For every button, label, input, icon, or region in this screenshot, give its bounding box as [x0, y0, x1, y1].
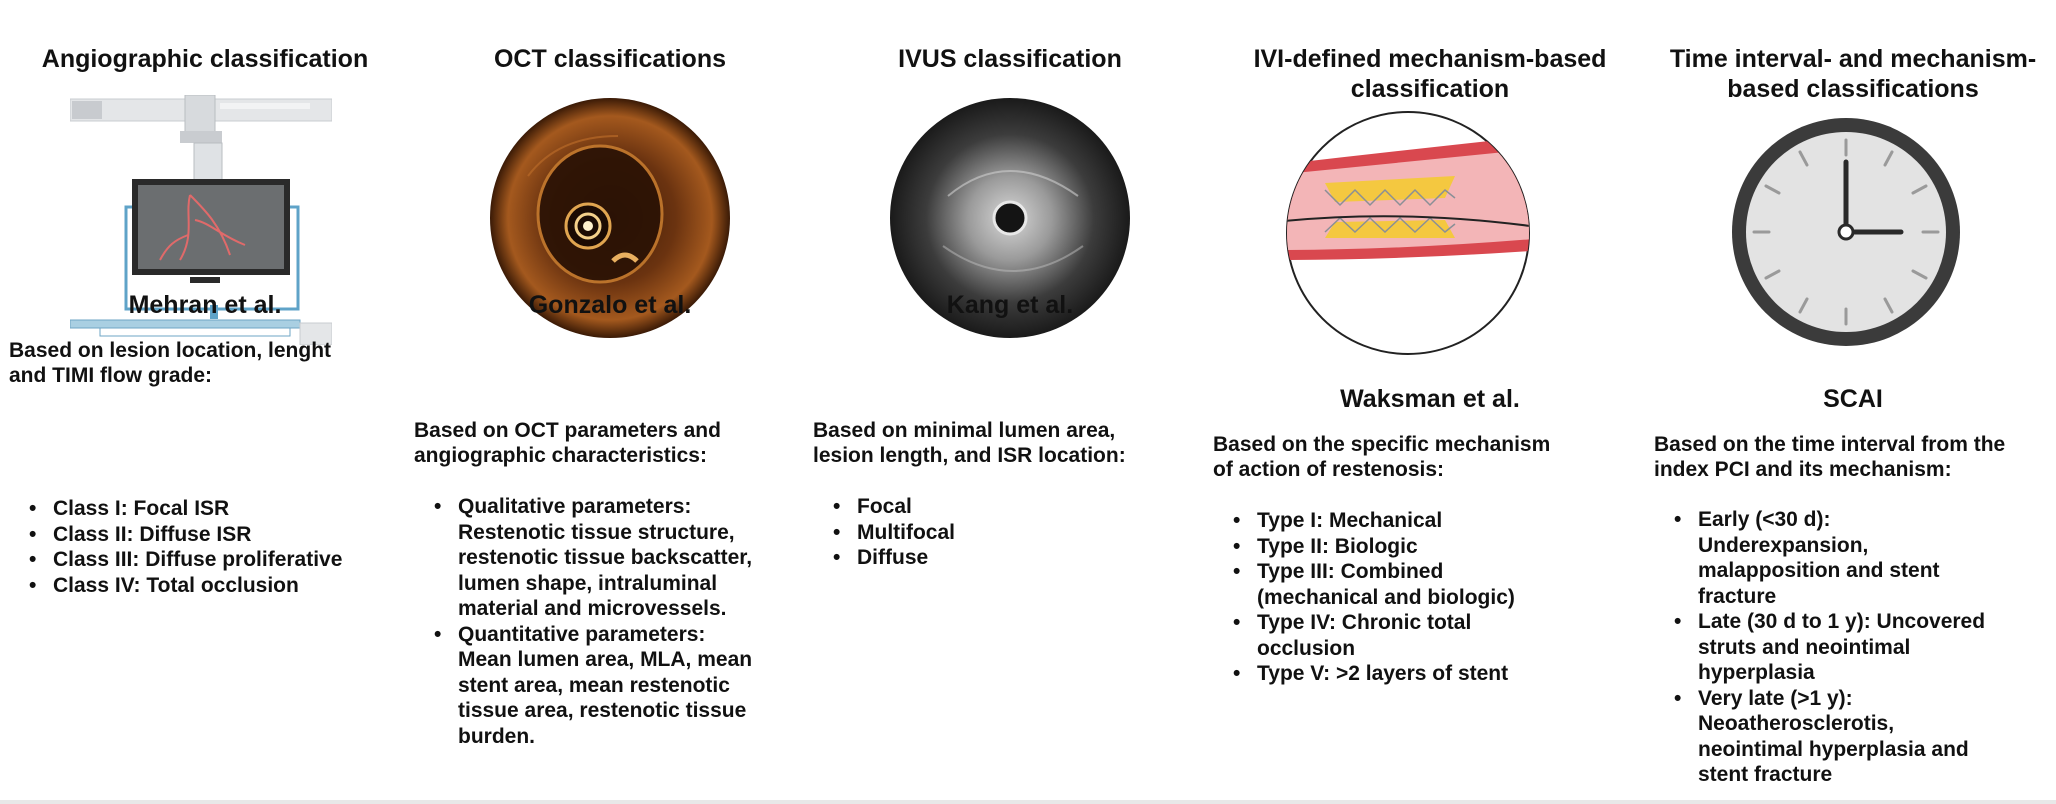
column-description: Based on lesion location, lenght and TIM… — [9, 339, 332, 387]
list-item: Class I: Focal ISR — [9, 496, 404, 522]
classification-list: Class I: Focal ISR Class II: Diffuse ISR… — [9, 496, 404, 598]
list-item: Focal — [813, 494, 1205, 520]
list-item: Late (30 d to 1 y): Uncovered struts and… — [1654, 609, 2054, 686]
list-item: Type V: >2 layers of stent — [1213, 661, 1647, 687]
author-label: Kang et al. — [946, 291, 1074, 319]
author-label: SCAI — [1823, 385, 1883, 413]
classification-list: Type I: Mechanical Type II: Biologic Typ… — [1213, 508, 1647, 687]
list-item: Class IV: Total occlusion — [9, 573, 404, 599]
column-title: Time interval- and mechanism- based clas… — [1669, 45, 2037, 103]
list-item: Early (<30 d): Underexpansion, malapposi… — [1654, 507, 2054, 609]
list-item: Type IV: Chronic total occlusion — [1213, 610, 1647, 661]
classification-list: Early (<30 d): Underexpansion, malapposi… — [1654, 507, 2054, 788]
column-scai: Time interval- and mechanism- based clas… — [1650, 0, 2056, 804]
clock-icon — [1732, 118, 1960, 346]
author-label: Mehran et al. — [128, 291, 282, 319]
column-title: IVI-defined mechanism-based classificati… — [1253, 45, 1607, 103]
list-item: Very late (>1 y): Neoatherosclerotis, ne… — [1654, 686, 2054, 788]
bottom-border — [0, 800, 2056, 804]
list-item: Class III: Diffuse proliferative — [9, 547, 404, 573]
column-description: Based on the specific mechanism of actio… — [1213, 433, 1551, 481]
classification-list: Focal Multifocal Diffuse — [813, 494, 1205, 571]
column-description: Based on OCT parameters and angiographic… — [414, 419, 721, 467]
column-oct: OCT classifications Gonzalo et al. Based… — [410, 0, 810, 804]
list-item: Multifocal — [813, 520, 1205, 546]
list-item: Type III: Combined (mechanical and biolo… — [1213, 559, 1647, 610]
oct-image-icon — [490, 98, 730, 338]
column-ivus: IVUS classification Kang et al. Based on… — [810, 0, 1210, 804]
angiography-monitor-icon — [70, 95, 332, 345]
list-item: Type II: Biologic — [1213, 534, 1647, 560]
author-label: Gonzalo et al. — [528, 291, 692, 319]
ivus-image-icon — [890, 98, 1130, 338]
list-item: Type I: Mechanical — [1213, 508, 1647, 534]
stented-vessel-icon — [1286, 111, 1530, 355]
column-title: Angiographic classification — [41, 45, 369, 73]
classification-list: Qualitative parameters: Restenotic tissu… — [414, 494, 806, 749]
column-description: Based on the time interval from the inde… — [1654, 433, 2006, 481]
column-angiographic: Angiographic classification Mehran et al… — [0, 0, 410, 804]
author-label: Waksman et al. — [1340, 385, 1520, 413]
column-ivi: IVI-defined mechanism-based classificati… — [1210, 0, 1650, 804]
column-title: IVUS classification — [898, 45, 1122, 73]
list-item: Quantitative parameters: Mean lumen area… — [414, 622, 806, 750]
column-title: OCT classifications — [493, 45, 727, 73]
column-description: Based on minimal lumen area, lesion leng… — [813, 419, 1126, 467]
list-item: Qualitative parameters: Restenotic tissu… — [414, 494, 806, 622]
list-item: Class II: Diffuse ISR — [9, 522, 404, 548]
list-item: Diffuse — [813, 545, 1205, 571]
